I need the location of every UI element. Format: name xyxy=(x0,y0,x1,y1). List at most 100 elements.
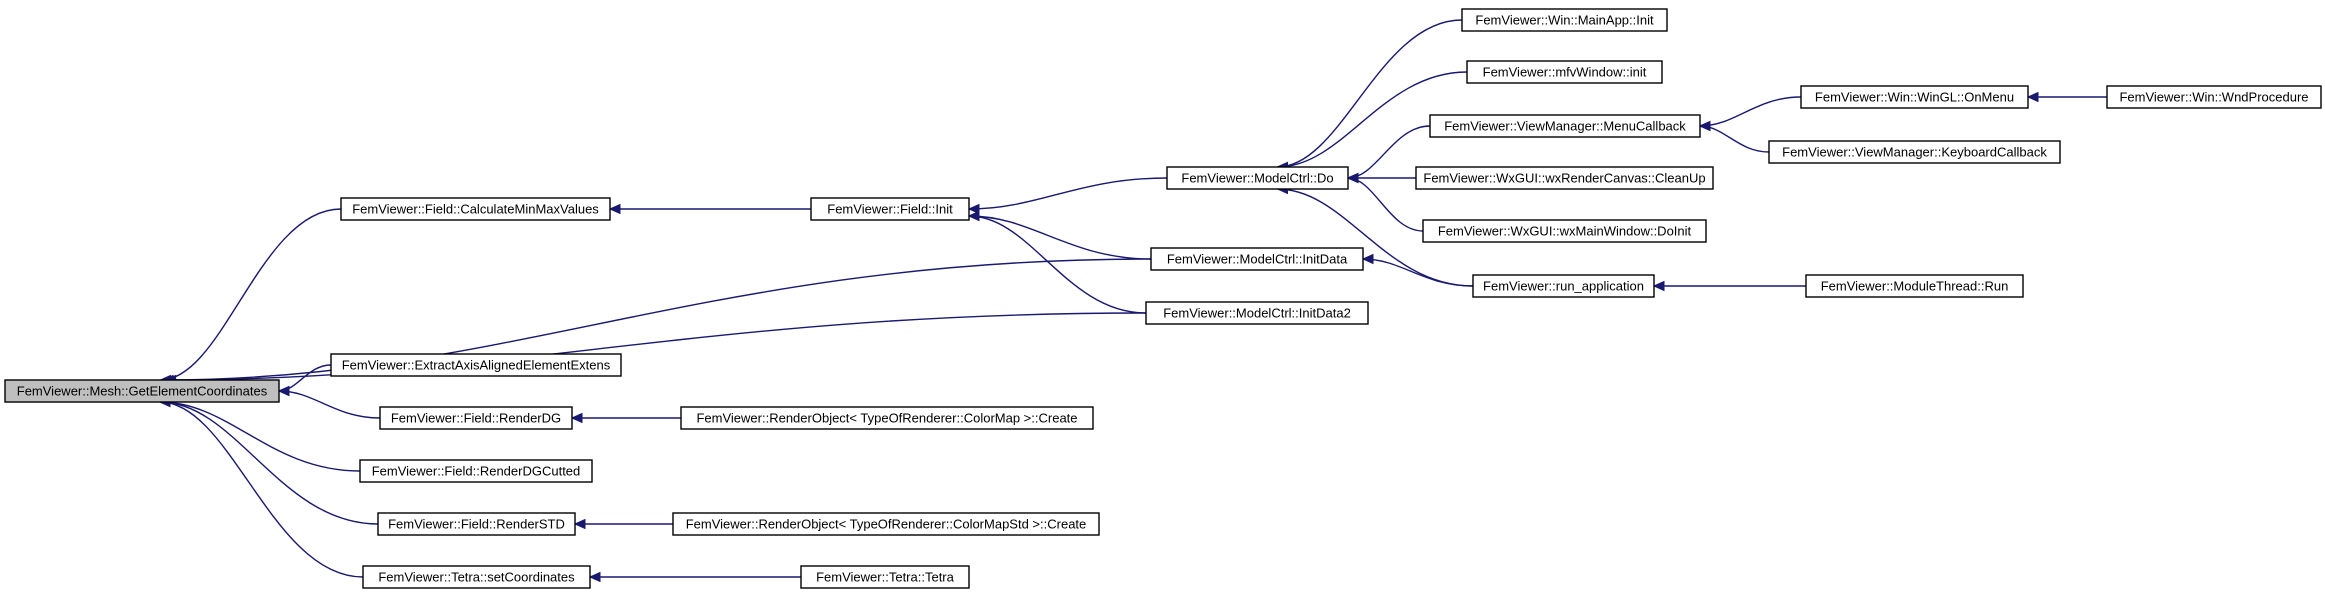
node-modrun[interactable]: FemViewer::ModuleThread::Run xyxy=(1805,274,2024,298)
node-box[interactable] xyxy=(1150,247,1364,271)
node-label: FemViewer::ModelCtrl::InitData2 xyxy=(1163,306,1351,321)
arrowhead-renderdg-to-root xyxy=(277,385,290,397)
edge-calcminmax-to-root xyxy=(160,208,342,381)
edge-renderdg-to-root xyxy=(278,390,381,419)
node-box[interactable] xyxy=(2106,85,2322,109)
node-box[interactable] xyxy=(4,379,280,403)
arrowhead-wndproc-to-onmenu xyxy=(2026,91,2039,103)
node-label: FemViewer::RenderObject< TypeOfRenderer:… xyxy=(686,517,1087,532)
node-box[interactable] xyxy=(362,565,591,589)
node-extract[interactable]: FemViewer::ExtractAxisAlignedElementExte… xyxy=(330,353,622,377)
node-onmenu[interactable]: FemViewer::Win::WinGL::OnMenu xyxy=(1800,85,2029,109)
edge-initdata2-to-fieldinit xyxy=(968,215,1147,314)
edge-runapp-to-initdata xyxy=(1362,258,1474,287)
edge-renderstd-to-root xyxy=(159,401,379,525)
edge-initdata2-to-root xyxy=(165,312,1147,381)
node-box[interactable] xyxy=(1472,274,1655,298)
node-box[interactable] xyxy=(672,512,1100,536)
node-label: FemViewer::WxGUI::wxMainWindow::DoInit xyxy=(1438,224,1692,239)
node-label: FemViewer::Win::MainApp::Init xyxy=(1475,13,1654,28)
node-box[interactable] xyxy=(1800,85,2029,109)
arrowhead-modrun-to-runapp xyxy=(1652,280,1665,292)
node-initdata[interactable]: FemViewer::ModelCtrl::InitData xyxy=(1150,247,1364,271)
node-mcdo[interactable]: FemViewer::ModelCtrl::Do xyxy=(1166,166,1349,190)
node-box[interactable] xyxy=(1466,60,1663,84)
node-label: FemViewer::run_application xyxy=(1483,279,1644,294)
node-box[interactable] xyxy=(800,565,970,589)
node-box[interactable] xyxy=(379,406,573,430)
node-mfvinit[interactable]: FemViewer::mfvWindow::init xyxy=(1466,60,1663,84)
node-box[interactable] xyxy=(1145,301,1369,325)
arrowhead-kbcb-to-menucb xyxy=(1698,120,1711,132)
node-renderdg[interactable]: FemViewer::Field::RenderDG xyxy=(379,406,573,430)
edge-setcoords-to-root xyxy=(159,401,364,578)
node-label: FemViewer::mfvWindow::init xyxy=(1483,65,1647,80)
node-label: FemViewer::ModelCtrl::Do xyxy=(1181,171,1333,186)
arrowhead-cmapcreate-to-renderdg xyxy=(570,412,583,424)
node-label: FemViewer::Field::CalculateMinMaxValues xyxy=(352,202,599,217)
node-cleanup[interactable]: FemViewer::WxGUI::wxRenderCanvas::CleanU… xyxy=(1415,166,1714,190)
node-cmapstdcreate[interactable]: FemViewer::RenderObject< TypeOfRenderer:… xyxy=(672,512,1100,536)
node-label: FemViewer::Win::WinGL::OnMenu xyxy=(1815,90,2014,105)
node-box[interactable] xyxy=(1415,166,1714,190)
node-label: FemViewer::Tetra::setCoordinates xyxy=(378,570,575,585)
node-label: FemViewer::ViewManager::MenuCallback xyxy=(1444,119,1686,134)
node-tetra[interactable]: FemViewer::Tetra::Tetra xyxy=(800,565,970,589)
node-renderstd[interactable]: FemViewer::Field::RenderSTD xyxy=(377,512,576,536)
edge-onmenu-to-menucb xyxy=(1699,96,1802,127)
node-box[interactable] xyxy=(680,406,1094,430)
node-label: FemViewer::Tetra::Tetra xyxy=(816,570,955,585)
arrowhead-tetra-to-setcoords xyxy=(588,571,601,583)
node-box[interactable] xyxy=(1768,140,2061,164)
node-wndproc[interactable]: FemViewer::Win::WndProcedure xyxy=(2106,85,2322,109)
edge-initdata-to-root xyxy=(162,258,1152,381)
node-label: FemViewer::ViewManager::KeyboardCallback xyxy=(1782,145,2047,160)
node-box[interactable] xyxy=(1429,114,1701,138)
node-box[interactable] xyxy=(340,197,611,221)
node-setcoords[interactable]: FemViewer::Tetra::setCoordinates xyxy=(362,565,591,589)
node-label: FemViewer::ModuleThread::Run xyxy=(1821,279,2009,294)
node-box[interactable] xyxy=(377,512,576,536)
arrowhead-mcdo-to-fieldinit xyxy=(967,203,980,215)
node-runapp[interactable]: FemViewer::run_application xyxy=(1472,274,1655,298)
node-doinit[interactable]: FemViewer::WxGUI::wxMainWindow::DoInit xyxy=(1422,219,1707,243)
arrowhead-fieldinit-to-calcminmax xyxy=(608,203,621,215)
node-box[interactable] xyxy=(1461,8,1668,32)
node-initdata2[interactable]: FemViewer::ModelCtrl::InitData2 xyxy=(1145,301,1369,325)
node-label: FemViewer::WxGUI::wxRenderCanvas::CleanU… xyxy=(1423,171,1705,186)
node-box[interactable] xyxy=(1422,219,1707,243)
node-calcminmax[interactable]: FemViewer::Field::CalculateMinMaxValues xyxy=(340,197,611,221)
edge-mcdo-to-fieldinit xyxy=(968,177,1168,210)
arrowhead-initdata2-to-fieldinit xyxy=(967,210,980,222)
node-menucb[interactable]: FemViewer::ViewManager::MenuCallback xyxy=(1429,114,1701,138)
node-box[interactable] xyxy=(810,197,970,221)
node-label: FemViewer::RenderObject< TypeOfRenderer:… xyxy=(696,411,1077,426)
arrowhead-cmapstdcreate-to-renderstd xyxy=(573,518,586,530)
arrowhead-runapp-to-initdata xyxy=(1361,253,1374,265)
edge-initdata-to-fieldinit xyxy=(968,215,1152,260)
node-label: FemViewer::Field::RenderDG xyxy=(391,411,561,426)
node-label: FemViewer::Mesh::GetElementCoordinates xyxy=(17,384,268,399)
node-label: FemViewer::Field::RenderSTD xyxy=(388,517,565,532)
node-fieldinit[interactable]: FemViewer::Field::Init xyxy=(810,197,970,221)
node-label: FemViewer::ExtractAxisAlignedElementExte… xyxy=(342,358,611,373)
arrowhead-doinit-to-mcdo xyxy=(1346,172,1359,184)
edge-mainapp-to-mcdo xyxy=(1277,19,1463,168)
node-box[interactable] xyxy=(359,459,593,483)
node-label: FemViewer::Win::WndProcedure xyxy=(2119,90,2308,105)
node-root[interactable]: FemViewer::Mesh::GetElementCoordinates xyxy=(4,379,280,403)
node-box[interactable] xyxy=(1166,166,1349,190)
node-kbcb[interactable]: FemViewer::ViewManager::KeyboardCallback xyxy=(1768,140,2061,164)
node-label: FemViewer::Field::RenderDGCutted xyxy=(372,464,581,479)
edge-mfvinit-to-mcdo xyxy=(1277,71,1468,168)
node-renderdgc[interactable]: FemViewer::Field::RenderDGCutted xyxy=(359,459,593,483)
edge-renderdgc-to-root xyxy=(159,401,361,472)
node-label: FemViewer::ModelCtrl::InitData xyxy=(1167,252,1348,267)
node-cmapcreate[interactable]: FemViewer::RenderObject< TypeOfRenderer:… xyxy=(680,406,1094,430)
node-box[interactable] xyxy=(1805,274,2024,298)
edge-doinit-to-mcdo xyxy=(1347,177,1424,232)
node-box[interactable] xyxy=(330,353,622,377)
node-label: FemViewer::Field::Init xyxy=(827,202,953,217)
node-mainapp[interactable]: FemViewer::Win::MainApp::Init xyxy=(1461,8,1668,32)
